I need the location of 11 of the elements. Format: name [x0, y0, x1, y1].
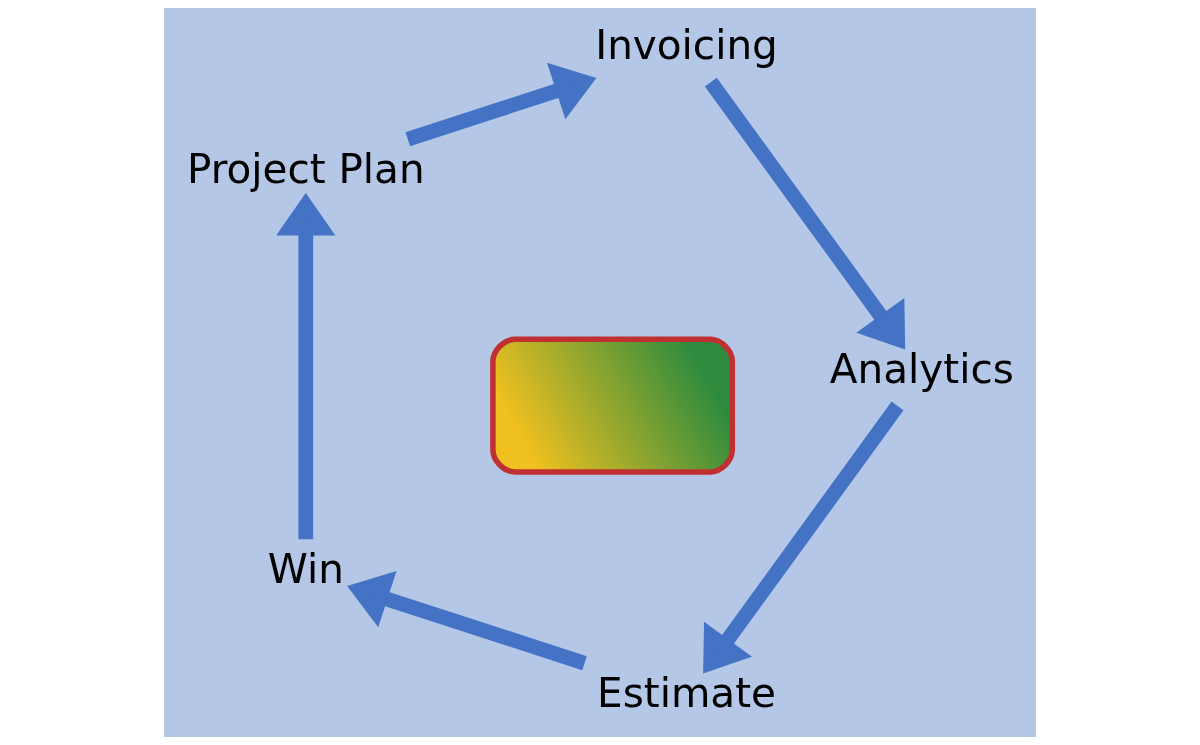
node-text: Estimate: [597, 668, 776, 717]
node-text: Win: [267, 544, 344, 593]
arrow: [704, 77, 906, 350]
node-text: Analytics: [829, 344, 1014, 393]
node-text: Invoicing: [595, 20, 778, 69]
node-picture: [490, 336, 736, 475]
arrow: [703, 401, 904, 674]
arrow: [347, 571, 587, 671]
arrow: [276, 193, 336, 540]
node-text: Project Plan: [186, 144, 425, 193]
arrow: [405, 62, 597, 147]
